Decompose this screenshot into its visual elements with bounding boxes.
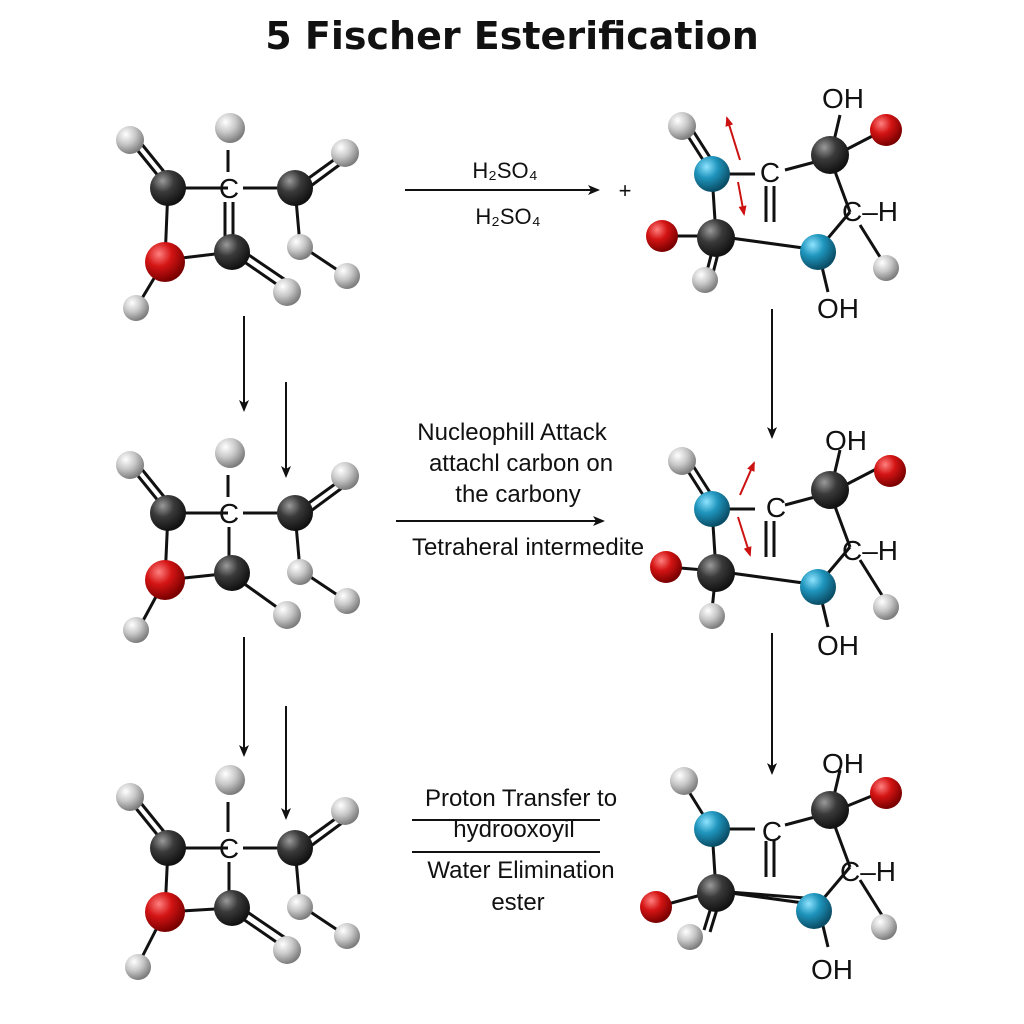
carbon-atom [697, 874, 735, 912]
hydrogen-atom [677, 924, 703, 950]
hydrogen-atom [273, 278, 301, 306]
oxygen-atom [870, 114, 902, 146]
hydrogen-atom [215, 113, 245, 143]
center-carbon-label: C [219, 173, 239, 204]
step-label-line: the carbony [455, 481, 580, 508]
hydrogen-atom [871, 914, 897, 940]
hydrogen-atom [331, 462, 359, 490]
hydrogen-atom [873, 255, 899, 281]
page-title: 5 Fischer Esterification [265, 14, 759, 58]
hydrogen-atom [692, 267, 718, 293]
oh-label: OH [811, 954, 853, 985]
carbon-atom [150, 495, 186, 531]
carbon-atom [277, 495, 313, 531]
oxygen-atom [650, 551, 682, 583]
hydrogen-atom [287, 894, 313, 920]
nitrogen-atom [796, 893, 832, 929]
right-molecule-2: OH C C–H OH [650, 425, 906, 661]
oxygen-atom [145, 560, 185, 600]
step-label-line: Water Elimination [427, 857, 614, 884]
center-carbon-label: C [219, 498, 239, 529]
oh-label: OH [825, 425, 867, 456]
step-label-line: ester [491, 889, 544, 916]
step-label-line: Tetraheral intermedite [412, 534, 644, 561]
carbon-atom [214, 890, 250, 926]
oxygen-atom [145, 242, 185, 282]
nitrogen-atom [694, 156, 730, 192]
plus-sign: + [619, 178, 632, 203]
oh-label: OH [822, 748, 864, 779]
carbon-atom [214, 555, 250, 591]
hydrogen-atom [116, 451, 144, 479]
nitrogen-atom [800, 569, 836, 605]
carbon-atom [277, 170, 313, 206]
carbon-atom [811, 791, 849, 829]
carbon-atom [150, 830, 186, 866]
nitrogen-atom [800, 234, 836, 270]
ring-carbon-label: C [762, 816, 782, 847]
ch-label: C–H [840, 856, 896, 887]
center-carbon-label: C [219, 833, 239, 864]
hydrogen-atom [873, 594, 899, 620]
hydrogen-atom [287, 234, 313, 260]
hydrogen-atom [334, 588, 360, 614]
step-label-line: attachl carbon on [429, 450, 613, 477]
oxygen-atom [640, 891, 672, 923]
left-molecule-1: C [116, 113, 360, 321]
hydrogen-atom [215, 765, 245, 795]
hydrogen-atom [668, 447, 696, 475]
hydrogen-atom [287, 559, 313, 585]
nitrogen-atom [694, 491, 730, 527]
oxygen-atom [874, 455, 906, 487]
hydrogen-atom [125, 954, 151, 980]
ring-carbon-label: C [766, 492, 786, 523]
reagent-label-upper: H₂SO₄ [472, 158, 537, 183]
reagent-label-lower: H₂SO₄ [475, 204, 540, 229]
ring-carbon-label: C [760, 157, 780, 188]
hydrogen-atom [123, 617, 149, 643]
carbon-atom [150, 170, 186, 206]
hydrogen-atom [670, 767, 698, 795]
hydrogen-atom [334, 923, 360, 949]
hydrogen-atom [699, 603, 725, 629]
oxygen-atom [145, 892, 185, 932]
oh-label: OH [822, 83, 864, 114]
hydrogen-atom [123, 295, 149, 321]
hydrogen-atom [331, 139, 359, 167]
oh-label: OH [817, 293, 859, 324]
hydrogen-atom [116, 126, 144, 154]
hydrogen-atom [331, 797, 359, 825]
right-molecule-1: OH C C–H OH [646, 83, 902, 324]
hydrogen-atom [273, 936, 301, 964]
left-molecule-3: C [116, 765, 360, 980]
carbon-atom [811, 471, 849, 509]
oh-label: OH [817, 630, 859, 661]
ch-label: C–H [842, 535, 898, 566]
hydrogen-atom [668, 112, 696, 140]
right-molecule-3: OH C C–H OH [640, 748, 902, 985]
carbon-atom [697, 219, 735, 257]
step-label-line: hydrooxoyil [453, 816, 574, 843]
left-molecule-2: C [116, 438, 360, 643]
carbon-atom [277, 830, 313, 866]
oxygen-atom [870, 777, 902, 809]
hydrogen-atom [334, 263, 360, 289]
carbon-atom [697, 554, 735, 592]
nitrogen-atom [694, 811, 730, 847]
step-label-line: Proton Transfer to [425, 785, 617, 812]
ch-label: C–H [842, 196, 898, 227]
oxygen-atom [646, 220, 678, 252]
hydrogen-atom [215, 438, 245, 468]
carbon-atom [214, 234, 250, 270]
step-label-line: Nucleophill Attack [417, 419, 607, 446]
carbon-atom [811, 136, 849, 174]
hydrogen-atom [273, 601, 301, 629]
hydrogen-atom [116, 783, 144, 811]
